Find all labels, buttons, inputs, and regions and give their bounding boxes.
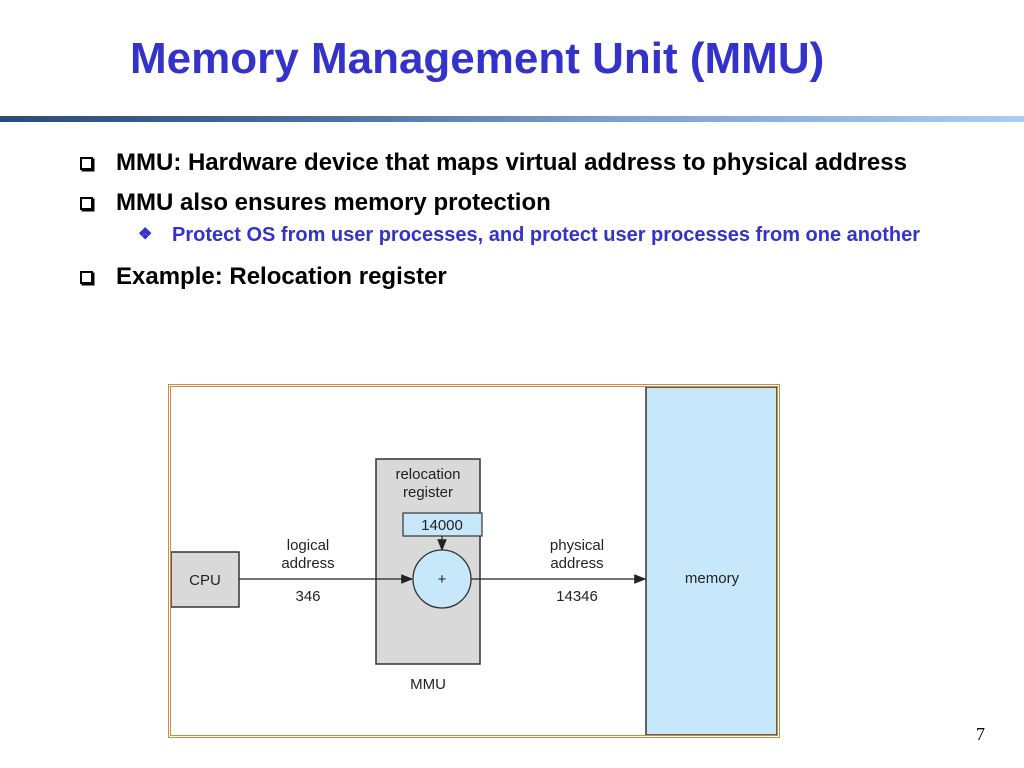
relocation-register-label: relocation xyxy=(395,466,460,483)
checkbox-bullet-icon xyxy=(80,188,93,218)
checkbox-bullet-icon xyxy=(80,262,93,292)
physical-address-label: address xyxy=(550,555,603,572)
physical-address-value: 14346 xyxy=(556,588,598,605)
bullet-text: MMU: Hardware device that maps virtual a… xyxy=(116,149,907,176)
logical-address-value: 346 xyxy=(295,588,320,605)
memory-label: memory xyxy=(685,570,740,587)
bullet-text: MMU also ensures memory protection xyxy=(116,189,551,216)
cpu-label: CPU xyxy=(189,572,221,589)
relocation-register-label: register xyxy=(403,484,453,501)
page-number: 7 xyxy=(976,724,985,744)
checkbox-bullet-icon xyxy=(80,148,93,178)
memory-block xyxy=(645,387,777,735)
relocation-diagram: memory CPU relocation register 14000 + M… xyxy=(168,384,780,738)
logical-address-label: logical xyxy=(287,537,330,554)
bullet-item: Example: Relocation register xyxy=(80,262,980,292)
diamond-bullet-icon: ❖ xyxy=(138,226,153,243)
relocation-register-value: 14000 xyxy=(421,517,463,534)
title-divider xyxy=(0,116,1024,122)
adder-symbol: + xyxy=(438,571,447,588)
bullet-item: MMU also ensures memory protection xyxy=(80,188,980,218)
bullet-text: Example: Relocation register xyxy=(116,263,447,290)
logical-address-label: address xyxy=(281,555,334,572)
diagram-canvas: memory CPU relocation register 14000 + M… xyxy=(171,387,777,735)
physical-address-label: physical xyxy=(550,537,604,554)
bullet-item: MMU: Hardware device that maps virtual a… xyxy=(80,148,980,178)
bullet-list: MMU: Hardware device that maps virtual a… xyxy=(80,148,980,292)
sub-bullet-item: ❖ Protect OS from user processes, and pr… xyxy=(138,222,980,248)
bullet-text: Protect OS from user processes, and prot… xyxy=(172,224,921,246)
mmu-label: MMU xyxy=(410,676,446,693)
slide-title: Memory Management Unit (MMU) xyxy=(130,34,825,83)
